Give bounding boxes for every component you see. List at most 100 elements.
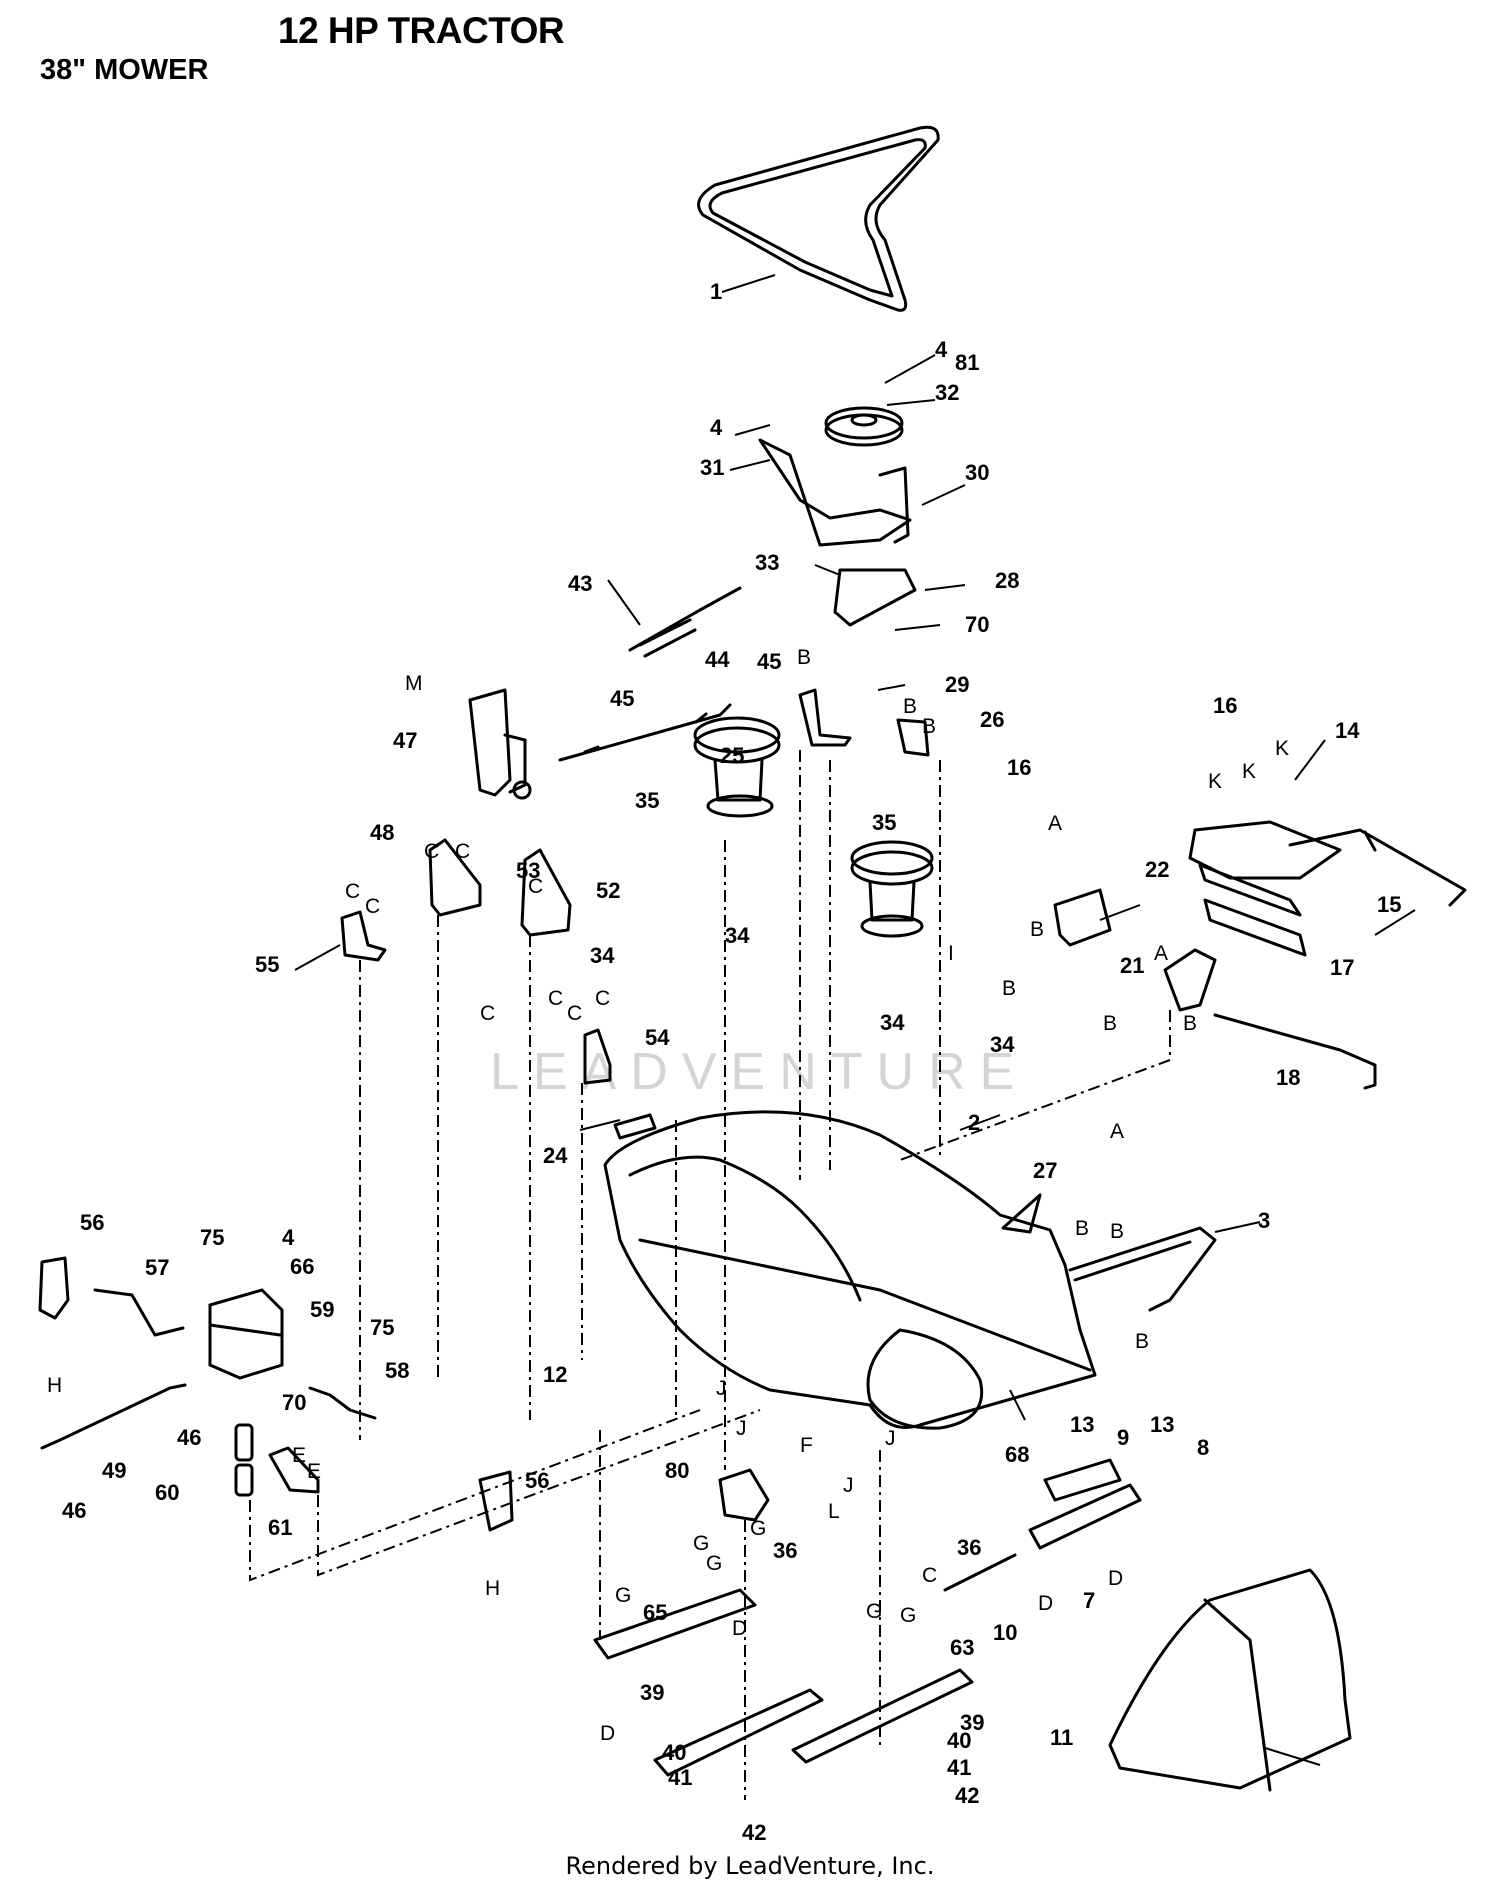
ref-letter-E: E <box>307 1460 321 1483</box>
callout-45: 45 <box>610 686 634 711</box>
ref-letter-J: J <box>736 1417 747 1440</box>
callout-41: 41 <box>947 1755 971 1780</box>
callout-34: 34 <box>725 923 750 948</box>
callout-68: 68 <box>1005 1442 1029 1467</box>
callout-27: 27 <box>1033 1158 1057 1183</box>
part-decal-24 <box>613 1113 657 1140</box>
part-bracket-22 <box>1053 888 1112 947</box>
ref-letter-G: G <box>706 1552 722 1575</box>
callout-81: 81 <box>955 350 979 375</box>
callout-8: 8 <box>1197 1435 1209 1460</box>
callout-40: 40 <box>662 1740 686 1765</box>
callout-60: 60 <box>155 1480 179 1505</box>
callout-25: 25 <box>720 743 744 768</box>
ref-letter-J: J <box>885 1427 896 1450</box>
part-bracket-53 <box>428 838 482 917</box>
callout-29: 29 <box>945 672 969 697</box>
ref-letter-F: F <box>800 1434 813 1457</box>
callout-15: 15 <box>1377 892 1401 917</box>
callout-18: 18 <box>1276 1065 1300 1090</box>
ref-letter-C: C <box>922 1564 937 1587</box>
callout-70: 70 <box>282 1390 306 1415</box>
part-lever-44 <box>558 703 732 762</box>
callout-56: 56 <box>525 1468 549 1493</box>
ref-letter-C: C <box>424 840 439 863</box>
callout-13: 13 <box>1070 1412 1094 1437</box>
callout-48: 48 <box>370 820 394 845</box>
callout-30: 30 <box>965 460 989 485</box>
callout-labels: 1 4 81 32 4 31 30 33 28 70 43 29 44 45 4… <box>62 279 1401 1845</box>
callout-36: 36 <box>957 1535 981 1560</box>
callout-28: 28 <box>995 568 1019 593</box>
part-guard-80 <box>718 1468 770 1522</box>
callout-42: 42 <box>742 1820 766 1845</box>
ref-letter-D: D <box>600 1722 615 1745</box>
callout-21: 21 <box>1120 953 1144 978</box>
part-bracket-61 <box>268 1446 320 1494</box>
ref-letter-A: A <box>1048 812 1062 835</box>
ref-letter-B: B <box>1103 1012 1117 1035</box>
ref-letter-B: B <box>922 715 936 738</box>
callout-80: 80 <box>665 1458 689 1483</box>
part-pulley-32 <box>824 406 904 447</box>
ref-letter-J: J <box>716 1377 727 1400</box>
callout-4: 4 <box>935 337 948 362</box>
ref-letter-B: B <box>1030 918 1044 941</box>
callout-75: 75 <box>370 1315 394 1340</box>
callout-59: 59 <box>310 1297 334 1322</box>
ref-letter-G: G <box>615 1584 631 1607</box>
ref-letter-E: E <box>292 1444 306 1467</box>
ref-letter-M: M <box>405 672 423 695</box>
ref-letter-D: D <box>1108 1567 1123 1590</box>
part-rod-18 <box>1213 1013 1377 1090</box>
callout-46: 46 <box>62 1498 86 1523</box>
ref-letter-A: A <box>1154 942 1168 965</box>
callout-22: 22 <box>1145 857 1169 882</box>
ref-letter-C: C <box>567 1002 582 1025</box>
ref-letter-B: B <box>797 646 811 669</box>
reference-letters: M B B B K K K A A A B B B B B B C C C C … <box>47 646 1289 1745</box>
callout-4: 4 <box>710 415 723 440</box>
watermark: LEADVENTURE <box>490 1043 1029 1101</box>
callout-65: 65 <box>643 1600 667 1625</box>
callout-12: 12 <box>543 1362 567 1387</box>
part-spindle-35-left <box>693 716 781 818</box>
callout-41: 41 <box>668 1765 692 1790</box>
ref-letter-B: B <box>1110 1220 1124 1243</box>
callout-14: 14 <box>1335 718 1360 743</box>
leader-lines <box>294 274 1416 1766</box>
part-idler-bracket-30 <box>758 438 917 627</box>
ref-letter-G: G <box>750 1517 766 1540</box>
callout-36: 36 <box>773 1538 797 1563</box>
part-bracket-52 <box>520 848 572 937</box>
part-discharge-chute-11 <box>1108 1568 1352 1792</box>
ref-letter-G: G <box>866 1600 882 1623</box>
callout-46: 46 <box>177 1425 201 1450</box>
ref-letter-H: H <box>485 1577 500 1600</box>
ref-letter-D: D <box>1038 1592 1053 1615</box>
callout-13: 13 <box>1150 1412 1174 1437</box>
ref-letter-H: H <box>47 1374 62 1397</box>
part-plate-14 <box>1188 820 1467 917</box>
callout-44: 44 <box>705 647 730 672</box>
part-bracket-54 <box>583 1028 612 1085</box>
callout-63: 63 <box>950 1635 974 1660</box>
assembly-lines <box>249 750 1171 1800</box>
callout-55: 55 <box>255 952 279 977</box>
part-bracket-56-left <box>38 1256 70 1320</box>
part-rod-57 <box>93 1288 185 1337</box>
ref-letter-A: A <box>1110 1120 1124 1143</box>
callout-58: 58 <box>385 1358 409 1383</box>
ref-letter-J: J <box>843 1474 854 1497</box>
callout-61: 61 <box>268 1515 292 1540</box>
callout-42: 42 <box>955 1783 979 1808</box>
callout-34: 34 <box>880 1010 905 1035</box>
callout-11: 11 <box>1050 1725 1073 1750</box>
ref-letter-D: D <box>732 1617 747 1640</box>
callout-16: 16 <box>1213 693 1237 718</box>
callout-4: 4 <box>282 1225 295 1250</box>
ref-letter-G: G <box>693 1532 709 1555</box>
part-bracket-55 <box>340 910 387 962</box>
callout-33: 33 <box>755 550 779 575</box>
